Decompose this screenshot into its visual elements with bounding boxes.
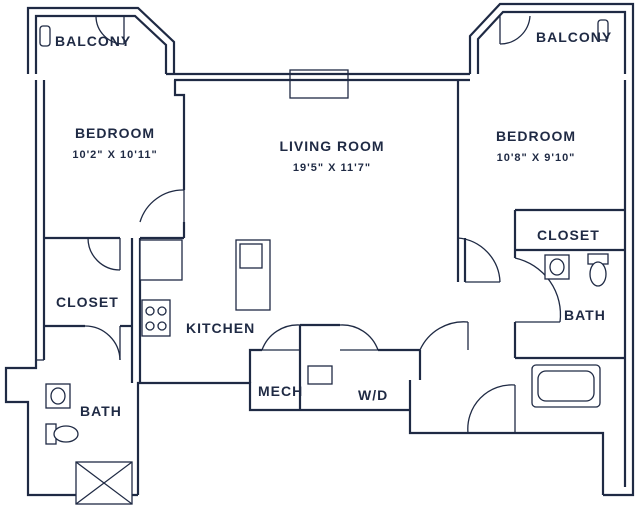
closet-left-label: CLOSET [56,294,119,310]
living-room-size: 19'5" X 11'7" [293,162,371,174]
bedroom-right-label: BEDROOM [496,128,576,144]
refrigerator [139,239,183,281]
interior-walls [44,80,625,410]
fixtures [39,19,609,505]
kitchen-sink [239,243,263,269]
bath-right-label: BATH [564,307,606,323]
stove [141,299,171,337]
bath-left-label: BATH [80,403,122,419]
balcony-left-label: BALCONY [55,33,131,49]
bedroom-right-size: 10'8" X 9'10" [497,152,576,164]
room-labels: BALCONY BALCONY BEDROOM 10'2" X 10'11" L… [55,29,612,419]
closet-right-label: CLOSET [537,227,600,243]
wd-label: W/D [358,387,388,403]
doors [84,15,562,434]
living-room-label: LIVING ROOM [279,138,384,154]
bedroom-left-label: BEDROOM [75,125,155,141]
bedroom-left-size: 10'2" X 10'11" [72,149,157,161]
balcony-right-label: BALCONY [536,29,612,45]
kitchen-label: KITCHEN [186,320,255,336]
mech-label: MECH [258,383,303,399]
